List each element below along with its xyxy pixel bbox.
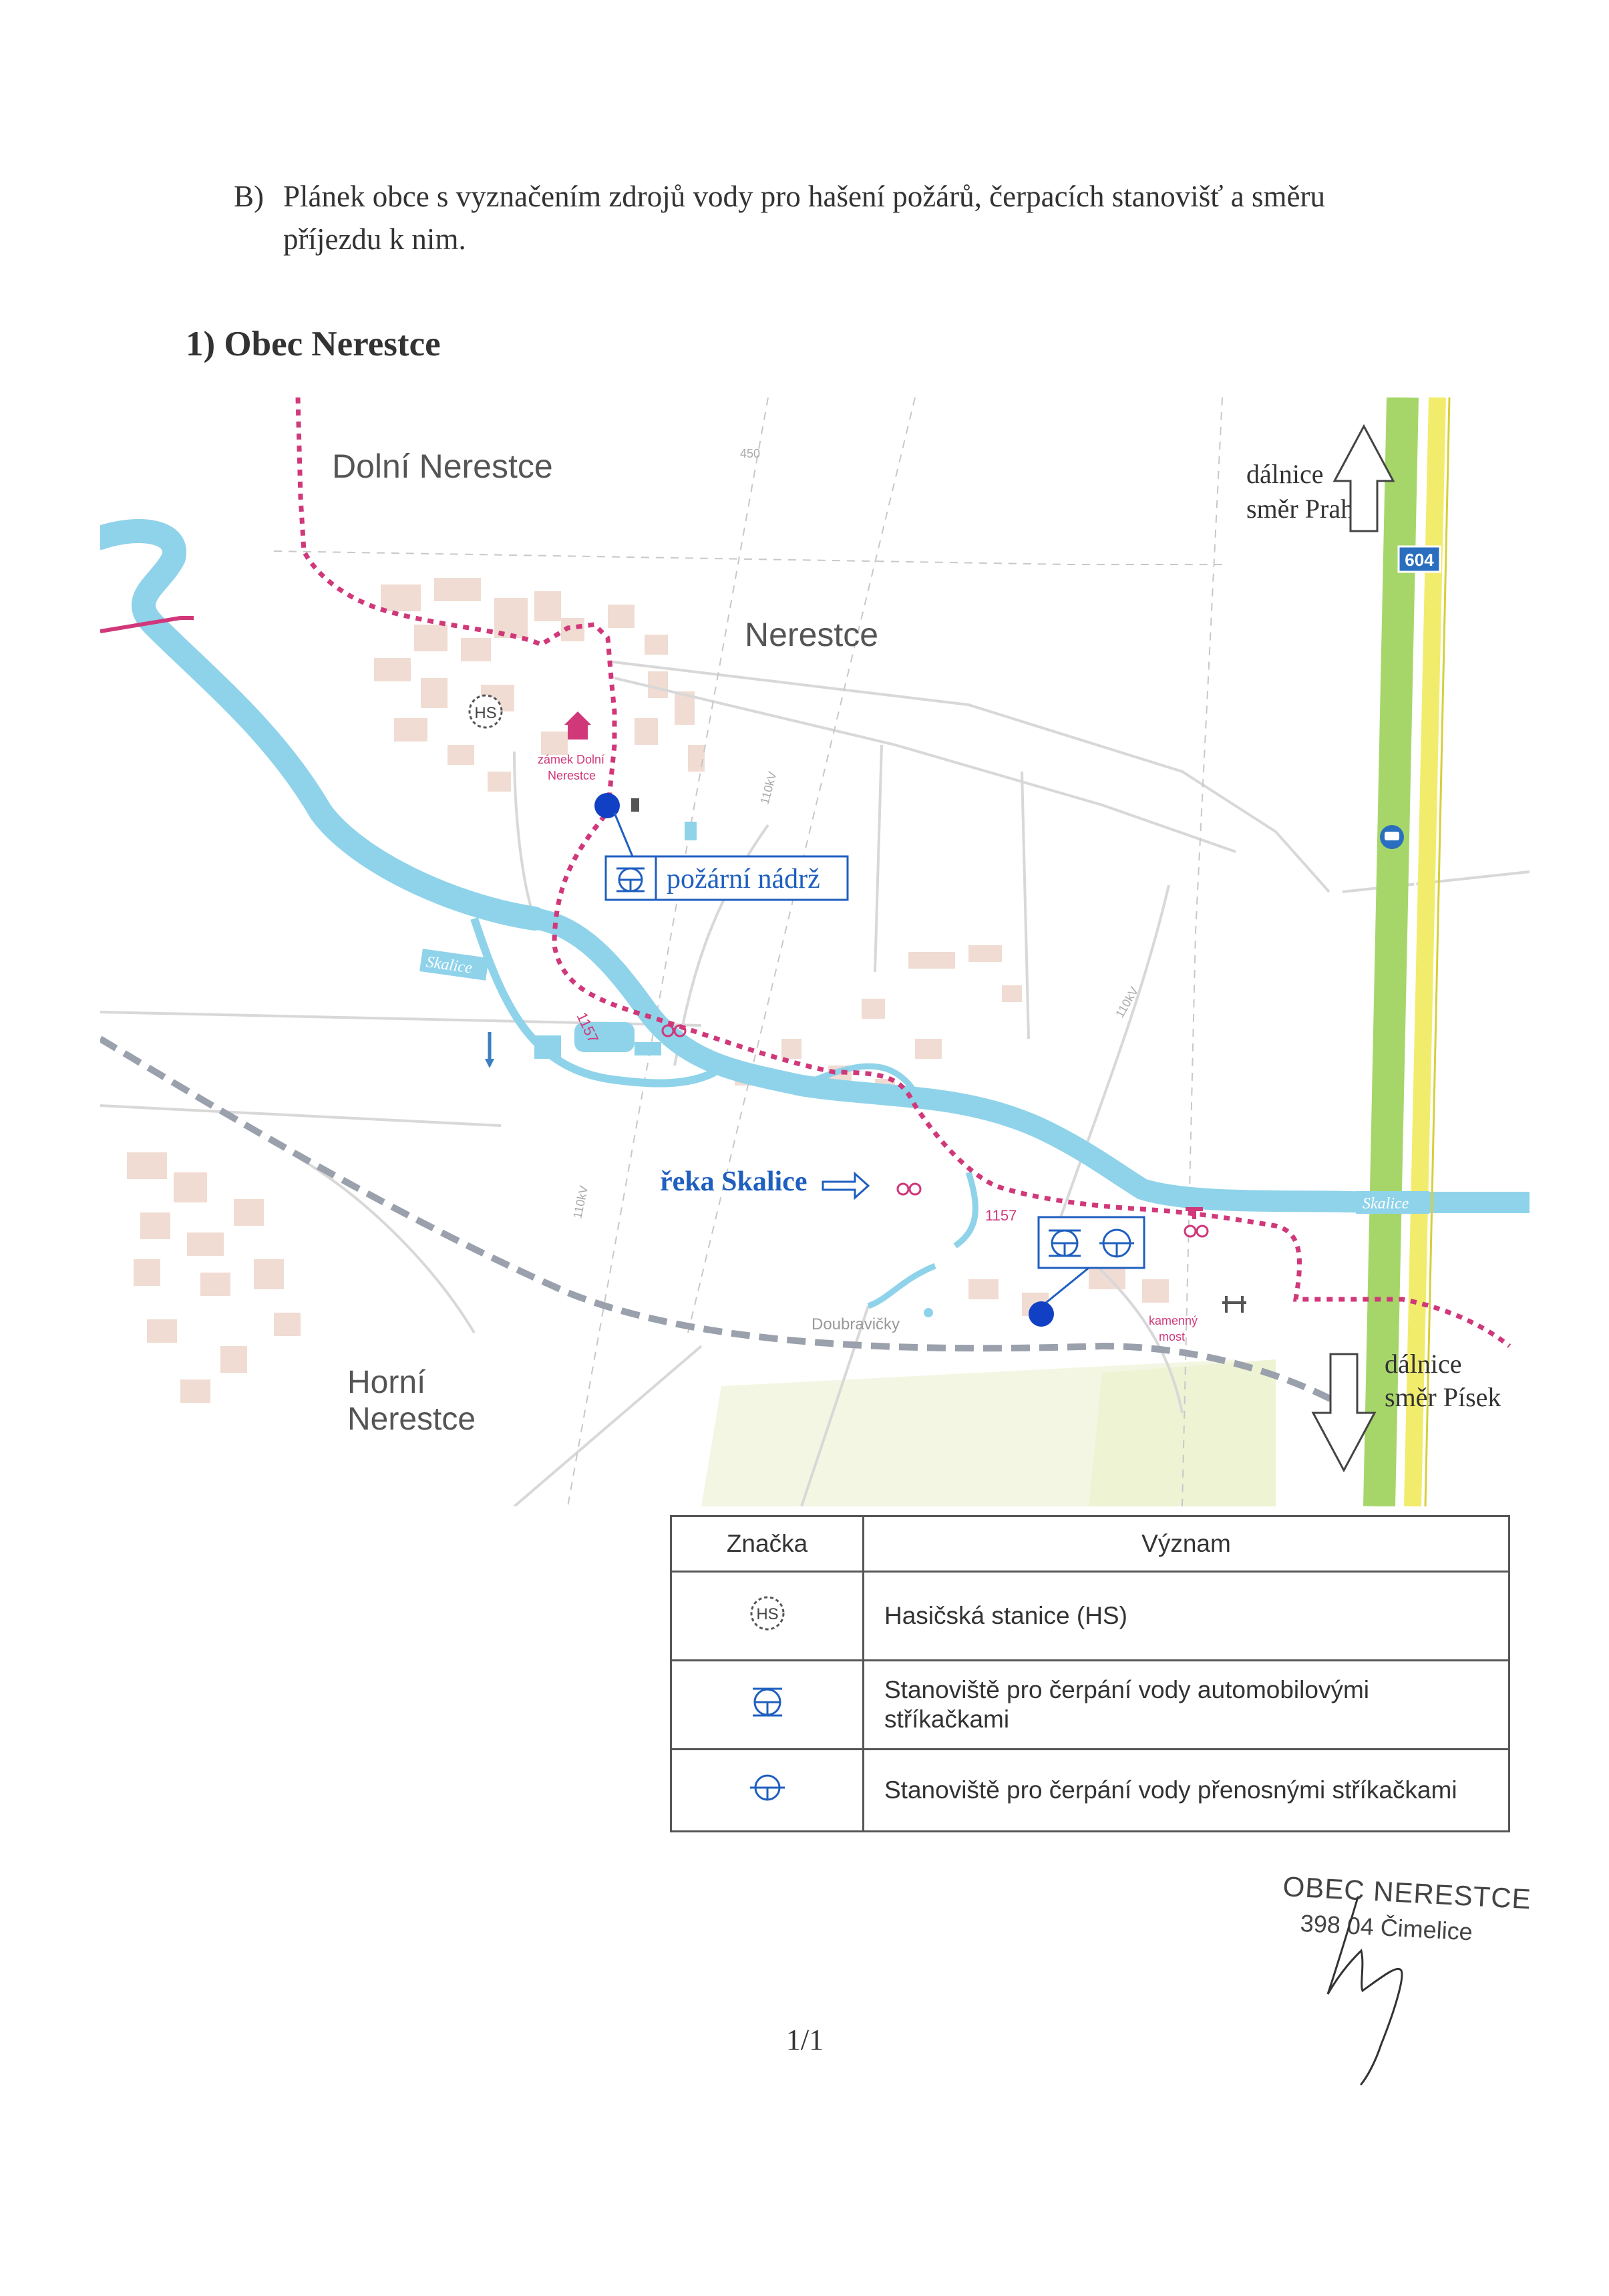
section-title: 1) Obec Nerestce <box>186 325 441 363</box>
place-kamenny-line1: kamenný <box>1149 1314 1198 1327</box>
pond <box>685 822 697 840</box>
river-small-label-2: Skalice <box>1363 1195 1409 1212</box>
place-horni-line1: Horní <box>347 1365 426 1400</box>
place-nerestce: Nerestce <box>745 616 878 653</box>
fire-tank-box <box>604 855 849 901</box>
river-label-bg-2 <box>1356 1191 1429 1214</box>
highway-south-line1: dálnice <box>1385 1349 1462 1379</box>
flow-arrow-head-icon <box>485 1059 494 1068</box>
fire-station-icon: HS <box>750 1596 784 1630</box>
boundary-line <box>100 616 194 633</box>
legend-meaning-cell: Stanoviště pro čerpání vody automobilový… <box>862 1659 1510 1750</box>
road-number: 604 <box>1405 550 1434 570</box>
cycle-route <box>295 397 1511 1348</box>
legend-symbol-cell: HS <box>670 1571 864 1661</box>
place-horni-line2: Nerestce <box>347 1402 476 1437</box>
legend-row: Stanoviště pro čerpání vody automobilový… <box>670 1659 1510 1750</box>
village-map: 604 Dolní Nerestce Nerestce Horní Nerest… <box>100 397 1530 1506</box>
vehicle-pump-icon <box>1049 1229 1081 1257</box>
fire-station-label: HS <box>474 704 496 722</box>
water-source-marker-tank <box>594 793 620 818</box>
rest-area-glyph <box>1385 832 1399 840</box>
heading-line-2: příjezdu k nim. <box>283 222 466 256</box>
vehicle-pump-icon <box>752 1687 782 1716</box>
place-doubravicky: Doubravičky <box>812 1315 900 1333</box>
pink-poi-icons <box>564 711 1203 1219</box>
field-area-2 <box>1089 1359 1276 1506</box>
tank-leader-line <box>613 812 634 857</box>
heading-line-1: Plánek obce s vyznačením zdrojů vody pro… <box>283 180 1325 213</box>
municipal-stamp: OBEC NERESTCE 398 04 Čimelice <box>1281 1870 1532 2091</box>
legend-row: HS Hasičská stanice (HS) <box>670 1571 1510 1661</box>
highway-north-line1: dálnice <box>1246 459 1324 489</box>
portable-pump-icon <box>749 1774 785 1800</box>
place-zamek-line2: Nerestce <box>548 769 596 782</box>
legend-hs-text: HS <box>756 1605 778 1623</box>
road-number-badge <box>1397 545 1441 573</box>
legend-meaning-cell: Stanoviště pro čerpání vody přenosnými s… <box>862 1748 1510 1832</box>
bridge-icon <box>1222 1296 1246 1313</box>
fire-tank-label: požární nádrž <box>667 864 820 894</box>
route-number-2: 1157 <box>985 1207 1017 1224</box>
railway <box>100 1035 1358 1416</box>
portable-pump-icon <box>1099 1228 1134 1258</box>
highway-north-line2: směr Praha <box>1246 494 1366 524</box>
river-label: řeka Skalice <box>660 1166 807 1197</box>
pond <box>534 1035 561 1059</box>
vehicle-pump-icon <box>616 867 645 892</box>
handwritten-signature <box>1326 1896 1403 2086</box>
pond <box>924 1308 933 1317</box>
heading-letter: B) <box>234 180 264 213</box>
page-number: 1/1 <box>785 2023 824 2056</box>
legend-header-symbol: Značka <box>670 1515 864 1573</box>
pond <box>574 1022 635 1052</box>
tank-icon <box>631 798 639 812</box>
place-dolni-nerestce: Dolní Nerestce <box>332 448 553 485</box>
bicycle-icon <box>661 1024 1209 1238</box>
pump-leader-line <box>1041 1267 1089 1307</box>
legend-row: Stanoviště pro čerpání vody přenosnými s… <box>670 1748 1510 1832</box>
contour-label: 450 <box>740 447 760 460</box>
legend-symbol-cell <box>670 1748 864 1832</box>
legend-meaning-cell: Hasičská stanice (HS) <box>862 1571 1510 1661</box>
power-lines <box>273 397 1223 1506</box>
pond <box>635 1042 661 1055</box>
highway-south-line2: směr Písek <box>1385 1382 1501 1412</box>
place-zamek-line1: zámek Dolní <box>538 753 604 766</box>
arrow-up-icon <box>1332 424 1395 532</box>
river-direction-arrow-icon <box>822 1171 870 1200</box>
place-kamenny-line2: most <box>1159 1330 1185 1343</box>
water-source-marker-river <box>1029 1301 1054 1327</box>
arrow-down-icon <box>1311 1353 1377 1473</box>
legend-symbol-cell <box>670 1659 864 1750</box>
highway <box>1363 397 1451 1506</box>
legend-header-meaning: Význam <box>862 1515 1510 1573</box>
river-label-bg <box>419 949 489 981</box>
document-heading: B) Plánek obce s vyznačením zdrojů vody p… <box>234 175 1503 261</box>
fire-station-icon <box>468 694 503 729</box>
legend-table: Značka Význam HS Hasičská stanice (HS) <box>670 1515 1510 1832</box>
river-skalice <box>100 519 1530 1317</box>
